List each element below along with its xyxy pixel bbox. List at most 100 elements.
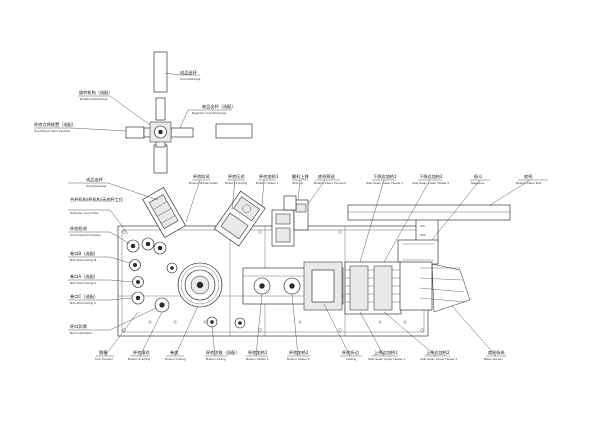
bottom-knurling-en: Bottom Knurling: [128, 357, 150, 361]
bottom-heater-2-zh: 杯底加热2: [289, 349, 309, 356]
feeder-housing: [399, 261, 433, 311]
label-cup-bottom-drier: 杯底点焊装置（选配） Cup Bottom Drier Injection: [34, 121, 127, 133]
label-side-lower-heater-1: 下侧边加热1 Side Seam Lower Heater 1: [359, 173, 403, 263]
brim-lubrication-en: Brim Lubrication: [70, 331, 93, 335]
forming-turret: [126, 237, 246, 329]
bottom-prefeed-zh: 底纸预送: [318, 173, 336, 180]
magazine-en: Magazine: [471, 181, 485, 185]
label-defective-outlet: 合杯机构/杯机构/无底杯工位 Defective Cup Outlet: [68, 196, 129, 235]
bottom-heater-top-en: Bottom Heater 1: [256, 181, 279, 185]
label-cup-transfer: 脱模 Cup Transfer: [95, 311, 139, 361]
cup-transfer-en: Cup Transfer: [95, 357, 113, 361]
brim-curling-a-en: Brim Roll Curling A: [70, 281, 97, 285]
label-bottom-heater-1: 杯底加热1 Bottom Heater 1: [246, 293, 269, 361]
blank-suction-arms: [431, 263, 471, 313]
magazine: [397, 239, 439, 265]
label-brim-curling-b: 卷口B（选配） Brim Roll Curling B: [68, 250, 131, 264]
cup-discharge-top-zh: 成品出杯: [180, 69, 198, 76]
defective-outlet-en: Defective Cup Outlet: [70, 211, 99, 215]
brim-curling-c-zh: 卷口C（选配）: [70, 293, 98, 300]
chute-bottom: [153, 144, 168, 174]
label-bottom-curling: 卷底 Bottom Curling: [165, 305, 199, 361]
defective-outlet-zh: 合杯机构/杯机构/无底杯工位: [70, 196, 123, 203]
bottom-airflow-outlet-en: Bottom Airflow Outlet: [189, 181, 218, 185]
label-cup-discharge-top: 成品出杯 Cup Discharge: [164, 69, 201, 81]
folding-en: Folding: [346, 357, 356, 361]
brim-curling-a-zh: 卷口A（选配）: [70, 273, 98, 280]
label-rotating-mechanism: 旋转机构（选配） Rotating Mechanism: [78, 89, 151, 126]
bottom-curling-zh: 卷底: [170, 349, 178, 356]
label-rejection-discharge: 废品出杯（选配） Rejection Cup Discharge: [179, 103, 236, 129]
cup-bottom-drier-zh: 杯底点焊装置（选配）: [34, 121, 76, 128]
side-upper-heater-2-zh: 上侧边加热2: [426, 349, 450, 356]
cup-bottom-drier-en: Cup Bottom Drier Injection: [34, 129, 71, 133]
rejection-chute-right: [215, 123, 253, 139]
bottom-airflow-unit: [213, 190, 266, 247]
bottom-gluing-en: Bottom Gluing: [206, 357, 226, 361]
panel-on: ON: [420, 224, 425, 228]
bottom-heater-top-zh: 杯底加热1: [259, 173, 279, 180]
bottom-paper-roll-en: Bottom Paper Roll: [516, 181, 541, 185]
rejection-discharge-en: Rejection Cup Discharge: [192, 111, 226, 115]
side-upper-heater-1-zh: 上侧边加热1: [374, 349, 398, 356]
bottom-strip-up-en: Strip Up: [292, 181, 303, 185]
blank-suction-en: Blank Suction: [484, 357, 503, 361]
cup-discharge-chute: [142, 187, 186, 238]
brim-lubrication-zh: 杯口润滑: [70, 323, 87, 330]
side-lower-heater-1-en: Side Seam Lower Heater 1: [366, 181, 403, 185]
label-blank-suction: 扇形吸纸 Blank Suction: [451, 305, 506, 361]
cup-transfer-zh: 脱模: [99, 349, 108, 356]
arm-top: [155, 97, 166, 121]
bottom-strip-up-zh: 翻料上移: [292, 173, 309, 180]
label-bottom-strip-up: 翻料上移 Strip Up: [292, 173, 309, 201]
cup-discharge-left-zh: 成品出杯: [86, 176, 104, 183]
mandrel-rail-station: [242, 261, 344, 311]
label-bottom-gluing: 杯底涂胶（选配） Bottom Gluing: [205, 325, 240, 361]
label-side-upper-heater-2: 上侧边加热2 Side Seam Upper Heater 2: [383, 311, 457, 361]
bottom-curling-en: Bottom Curling: [165, 357, 186, 361]
magazine-zh: 纸斗: [474, 173, 482, 180]
bottom-paper-roll-zh: 底纸: [524, 173, 533, 180]
side-lower-heater-1-zh: 下侧边加热1: [373, 173, 397, 180]
cup-discharge-top-en: Cup Discharge: [180, 77, 201, 81]
bottom-heater-1-zh: 杯底加热1: [248, 349, 268, 356]
bottom-heater-2-en: Bottom Heater 2: [287, 357, 310, 361]
side-seam-station: [344, 261, 402, 315]
rotor-axle: [158, 129, 163, 135]
brim-curling-b-en: Brim Roll Curling B: [70, 258, 96, 262]
label-bottom-knurling-top: 杯底压花 Bottom Knurling: [225, 173, 247, 211]
discharge-chute-top: [153, 51, 168, 93]
label-brim-curling-a: 卷口A（选配） Brim Roll Curling A: [68, 273, 134, 285]
control-box: [415, 217, 439, 243]
label-bottom-heater-2: 杯底加热2 Bottom Heater 2: [287, 293, 310, 361]
folding-zh: 杯底折边: [342, 349, 360, 356]
side-upper-heater-1-en: Side Seam Upper Heater 1: [368, 357, 405, 361]
rotating-discharge-mechanism: [125, 51, 253, 174]
label-cup-inspection: 杯底检测 Cup Inspection Device: [68, 225, 131, 245]
cup-inspection-zh: 杯底检测: [70, 225, 87, 232]
label-bottom-knurling: 杯底滚花 Bottom Knurling: [128, 311, 163, 361]
label-bottom-prefeed: 底纸预送 Bottom Paper Pre-feed: [307, 173, 346, 205]
arm-right: [170, 127, 194, 138]
cup-inspection-en: Cup Inspection Device: [70, 233, 101, 237]
brim-curling-c-en: Brim Roll Curling C: [70, 301, 97, 305]
bottom-knurling-top-zh: 杯底压花: [228, 173, 245, 180]
bottom-knurling-zh: 杯底滚花: [133, 349, 150, 356]
rejection-discharge-zh: 废品出杯（选配）: [202, 103, 236, 110]
brim-curling-b-zh: 卷口B（选配）: [70, 250, 98, 257]
label-magazine: 纸斗 Magazine: [431, 173, 490, 241]
label-side-lower-heater-2: 下侧边加热2 Side Seam Lower Heater 2: [383, 173, 449, 263]
label-folding: 杯底折边 Folding: [323, 303, 362, 361]
cup-discharge-left-en: Cup Discharge: [86, 184, 107, 188]
label-bottom-heater-top: 杯底加热1 Bottom Heater 1: [256, 173, 279, 207]
drier-chute-left: [125, 126, 145, 139]
side-lower-heater-2-zh: 下侧边加热2: [419, 173, 443, 180]
rotating-mechanism-zh: 旋转机构（选配）: [79, 89, 113, 96]
label-bottom-paper-roll: 底纸 Bottom Paper Roll: [489, 173, 548, 206]
label-cup-discharge-left: 成品出杯 Cup Discharge: [68, 176, 159, 201]
side-upper-heater-2-en: Side Seam Upper Heater 2: [420, 357, 457, 361]
label-bottom-airflow-outlet: 杯底吹风 Bottom Airflow Outlet: [185, 173, 218, 223]
bottom-heater-1-en: Bottom Heater 1: [246, 357, 269, 361]
bottom-prefeed-en: Bottom Paper Pre-feed: [314, 181, 346, 185]
